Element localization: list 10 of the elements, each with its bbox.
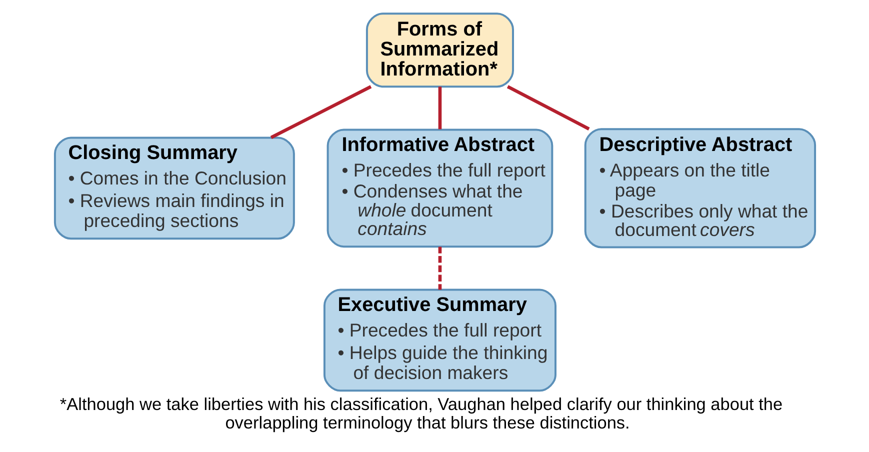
node-box: Forms of Summarized Information*: [365, 12, 514, 88]
caption: *Although we take liberties with his classification, Vaughan helped clarify our thinking about the overlappling terminology that blurs these distinctions.: [59, 394, 782, 432]
node-box: Executive Summary • Precedes the full report • Helps guide the thinking of decision makers: [322, 288, 556, 392]
connector: [506, 85, 590, 130]
node-box: Descriptive Abstract • Appears on the title page • Describes only what the document covers: [584, 128, 816, 248]
connector: [438, 246, 442, 290]
node-box: Closing Summary • Comes in the Conclusion • Reviews main findings in preceding sections: [53, 136, 294, 240]
node-box: Informative Abstract • Precedes the full report • Condenses what the whole document contains: [326, 128, 553, 248]
connector: [438, 86, 442, 130]
connector: [270, 85, 372, 139]
